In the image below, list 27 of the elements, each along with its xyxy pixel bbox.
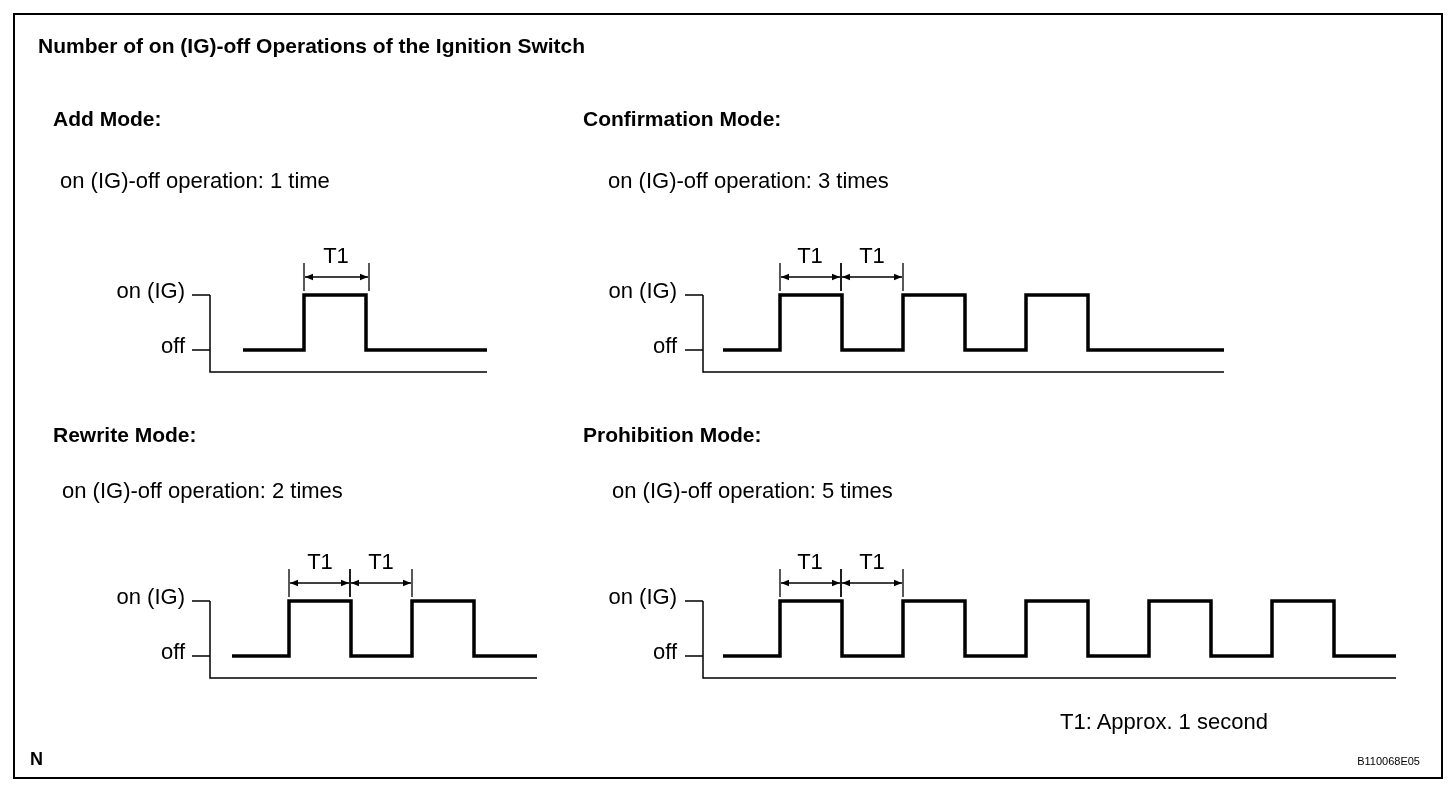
operation-count: on (IG)-off operation: 3 times: [608, 170, 889, 192]
axis-label: on (IG): [116, 280, 185, 302]
operation-count: on (IG)-off operation: 5 times: [612, 480, 893, 502]
axis-label: on (IG): [116, 586, 185, 608]
mode-heading: Add Mode:: [53, 108, 162, 129]
operation-count: on (IG)-off operation: 1 time: [60, 170, 330, 192]
figure-code: B110068E05: [1357, 756, 1420, 767]
period-label: T1: [797, 551, 823, 573]
period-label: T1: [859, 551, 885, 573]
period-label: T1: [307, 551, 333, 573]
axis-label: on (IG): [608, 586, 677, 608]
period-label: T1: [368, 551, 394, 573]
period-label: T1: [859, 245, 885, 267]
panel-letter: N: [30, 750, 43, 768]
axis-label: off: [160, 335, 185, 357]
operation-count: on (IG)-off operation: 2 times: [62, 480, 343, 502]
period-label: T1: [323, 245, 349, 267]
mode-heading: Prohibition Mode:: [583, 424, 762, 445]
mode-heading: Rewrite Mode:: [53, 424, 197, 445]
axis-label: on (IG): [608, 280, 677, 302]
note: T1: Approx. 1 second: [1060, 711, 1268, 733]
axis-label: off: [652, 641, 677, 663]
axis-label: off: [160, 641, 185, 663]
mode-heading: Confirmation Mode:: [583, 108, 782, 129]
diagram-title: Number of on (IG)-off Operations of the Ignition Switch: [38, 35, 586, 56]
axis-label: off: [652, 335, 677, 357]
period-label: T1: [797, 245, 823, 267]
